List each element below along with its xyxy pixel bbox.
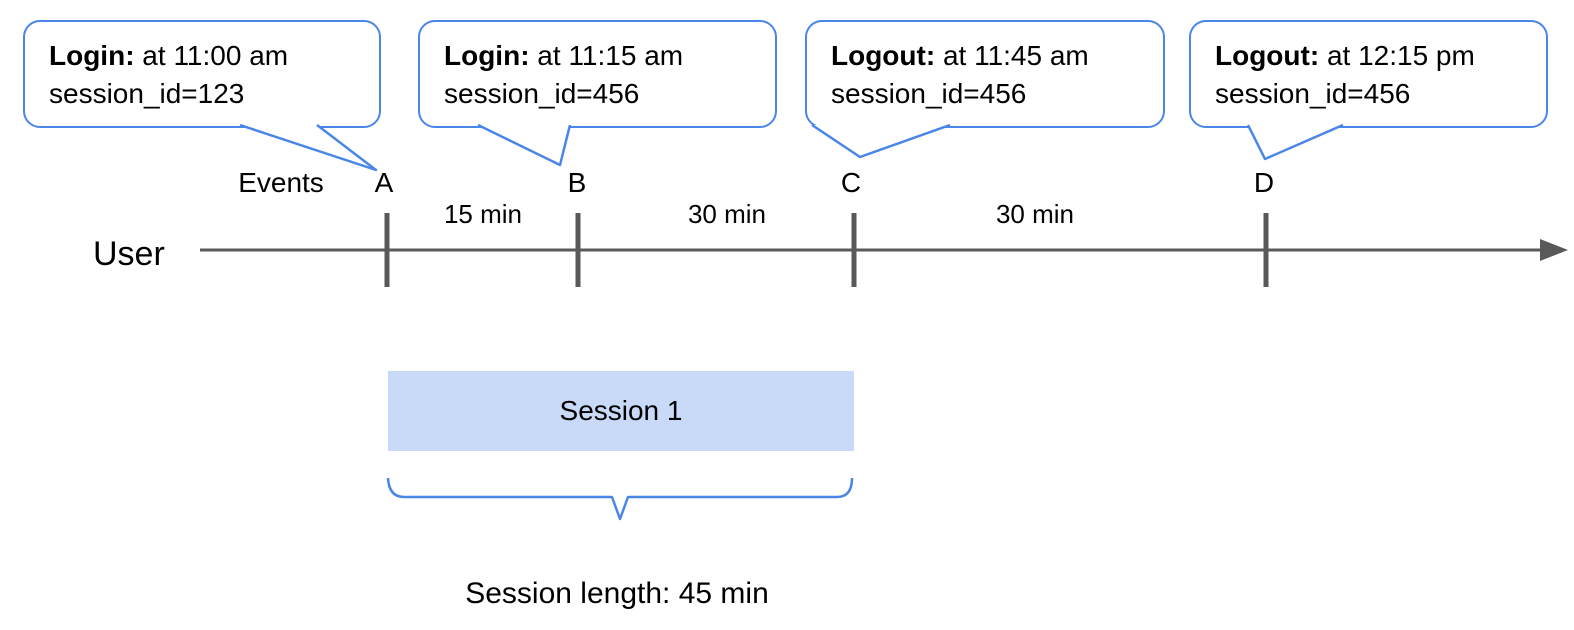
event-session-id: session_id=123 [49, 78, 245, 109]
session-length-label: Session length: 45 min [465, 577, 769, 610]
user-actor-label: User [93, 235, 165, 273]
event-time: at 12:15 pm [1319, 40, 1475, 71]
callout-tail-d [1246, 123, 1344, 161]
callout-logout-d: Logout: at 12:15 pm session_id=456 [1189, 20, 1548, 128]
event-time: at 11:00 am [134, 40, 289, 71]
events-axis-label: Events [238, 167, 324, 198]
callout-logout-c: Logout: at 11:45 am session_id=456 [805, 20, 1165, 128]
callout-line-1: Logout: at 12:15 pm [1215, 37, 1536, 75]
callout-line-1: Login: at 11:00 am [49, 37, 369, 75]
event-type: Logout: [831, 40, 936, 71]
session-length-brace [386, 477, 854, 521]
marker-label-d: D [1253, 167, 1275, 198]
callout-tail-b [477, 123, 572, 167]
event-type: Logout: [1215, 40, 1320, 71]
event-session-id: session_id=456 [444, 78, 640, 109]
callout-login-a: Login: at 11:00 am session_id=123 [23, 20, 381, 128]
timeline-arrowhead-icon [1540, 239, 1568, 261]
session-1-bar: Session 1 [388, 371, 854, 451]
event-type: Login: [444, 40, 530, 71]
interval-label-cd: 30 min [995, 199, 1075, 229]
event-type: Login: [49, 40, 135, 71]
event-session-id: session_id=456 [1215, 78, 1411, 109]
marker-label-b: B [567, 167, 587, 198]
callout-login-b: Login: at 11:15 am session_id=456 [418, 20, 777, 128]
event-session-id: session_id=456 [831, 78, 1027, 109]
event-time: at 11:45 am [935, 40, 1089, 71]
session-bar-label: Session 1 [559, 395, 683, 426]
marker-label-c: C [840, 167, 862, 198]
interval-label-ab: 15 min [443, 199, 523, 229]
callout-tail-a [239, 123, 378, 172]
interval-label-bc: 30 min [687, 199, 767, 229]
marker-label-a: A [374, 167, 394, 198]
callout-tail-c [811, 123, 951, 159]
callout-line-1: Login: at 11:15 am [444, 37, 765, 75]
callout-line-1: Logout: at 11:45 am [831, 37, 1153, 75]
event-time: at 11:15 am [529, 40, 684, 71]
